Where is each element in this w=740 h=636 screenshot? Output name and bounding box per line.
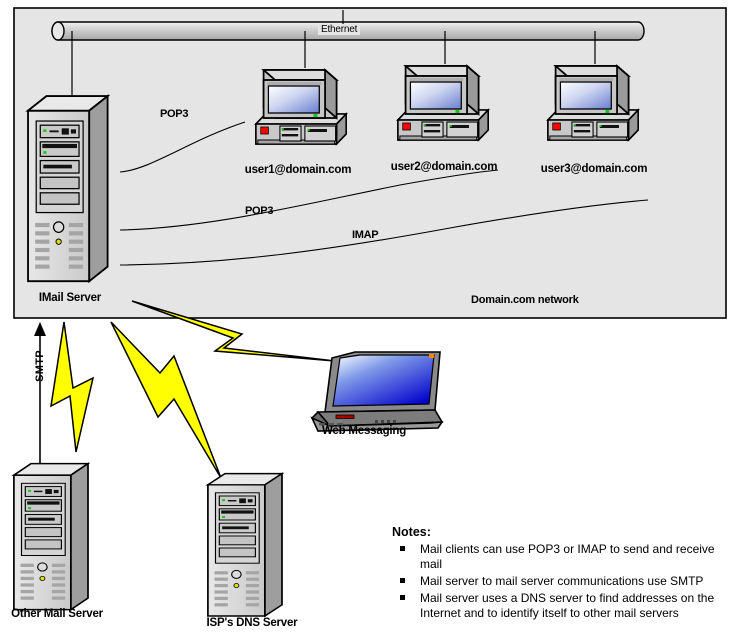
domain-network-box bbox=[13, 7, 727, 319]
user3-workstation-icon bbox=[547, 65, 640, 141]
protocol-connectors bbox=[119, 121, 649, 266]
domain-network-label: Domain.com network bbox=[471, 294, 579, 306]
notes-list: Mail clients can use POP3 or IMAP to sen… bbox=[392, 542, 736, 621]
pop3-label-user2: POP3 bbox=[245, 205, 274, 217]
user2-workstation-label: user2@domain.com bbox=[390, 161, 498, 173]
bullet-icon bbox=[400, 595, 405, 600]
note-text: Mail clients can use POP3 or IMAP to sen… bbox=[420, 542, 715, 571]
pop3-line-user2 bbox=[119, 169, 499, 231]
bullet-icon bbox=[400, 578, 405, 583]
note-item: Mail clients can use POP3 or IMAP to sen… bbox=[392, 542, 736, 572]
bus-drop-lines bbox=[71, 31, 596, 95]
user1-workstation-label: user1@domain.com bbox=[244, 164, 352, 176]
bullet-icon bbox=[400, 546, 405, 551]
user2-workstation-icon bbox=[397, 65, 490, 141]
notes-title: Notes: bbox=[392, 525, 431, 539]
laptop-icon bbox=[310, 351, 444, 432]
notes-block: Notes: Mail clients can use POP3 or IMAP… bbox=[392, 525, 736, 623]
note-item: Mail server uses a DNS server to find ad… bbox=[392, 591, 736, 621]
other-mail-server-label: Other Mail Server bbox=[11, 608, 103, 620]
pop3-label-user1: POP3 bbox=[160, 108, 189, 120]
lightning-bolt-smtp-icon bbox=[50, 321, 95, 453]
note-item: Mail server to mail server communication… bbox=[392, 574, 736, 589]
isp-dns-server-icon bbox=[207, 472, 283, 617]
imail-server-icon bbox=[27, 95, 109, 283]
ethernet-label: Ethernet bbox=[318, 24, 361, 35]
smtp-label: SMTP bbox=[34, 350, 46, 382]
other-mail-server-icon bbox=[13, 462, 89, 611]
imap-line-user3 bbox=[119, 199, 649, 266]
user3-workstation-label: user3@domain.com bbox=[540, 163, 648, 175]
isp-dns-server-label: ISP's DNS Server bbox=[206, 617, 298, 629]
note-text: Mail server to mail server communication… bbox=[420, 574, 704, 588]
imap-label-user3: IMAP bbox=[352, 229, 379, 241]
user1-workstation-icon bbox=[255, 69, 348, 145]
pop3-line-user1 bbox=[119, 121, 246, 173]
lightning-bolt-dns-icon bbox=[110, 321, 222, 479]
imail-server-label: IMail Server bbox=[38, 292, 102, 304]
web-messaging-label: Web Messaging bbox=[321, 425, 407, 437]
note-text: Mail server uses a DNS server to find ad… bbox=[420, 591, 715, 620]
